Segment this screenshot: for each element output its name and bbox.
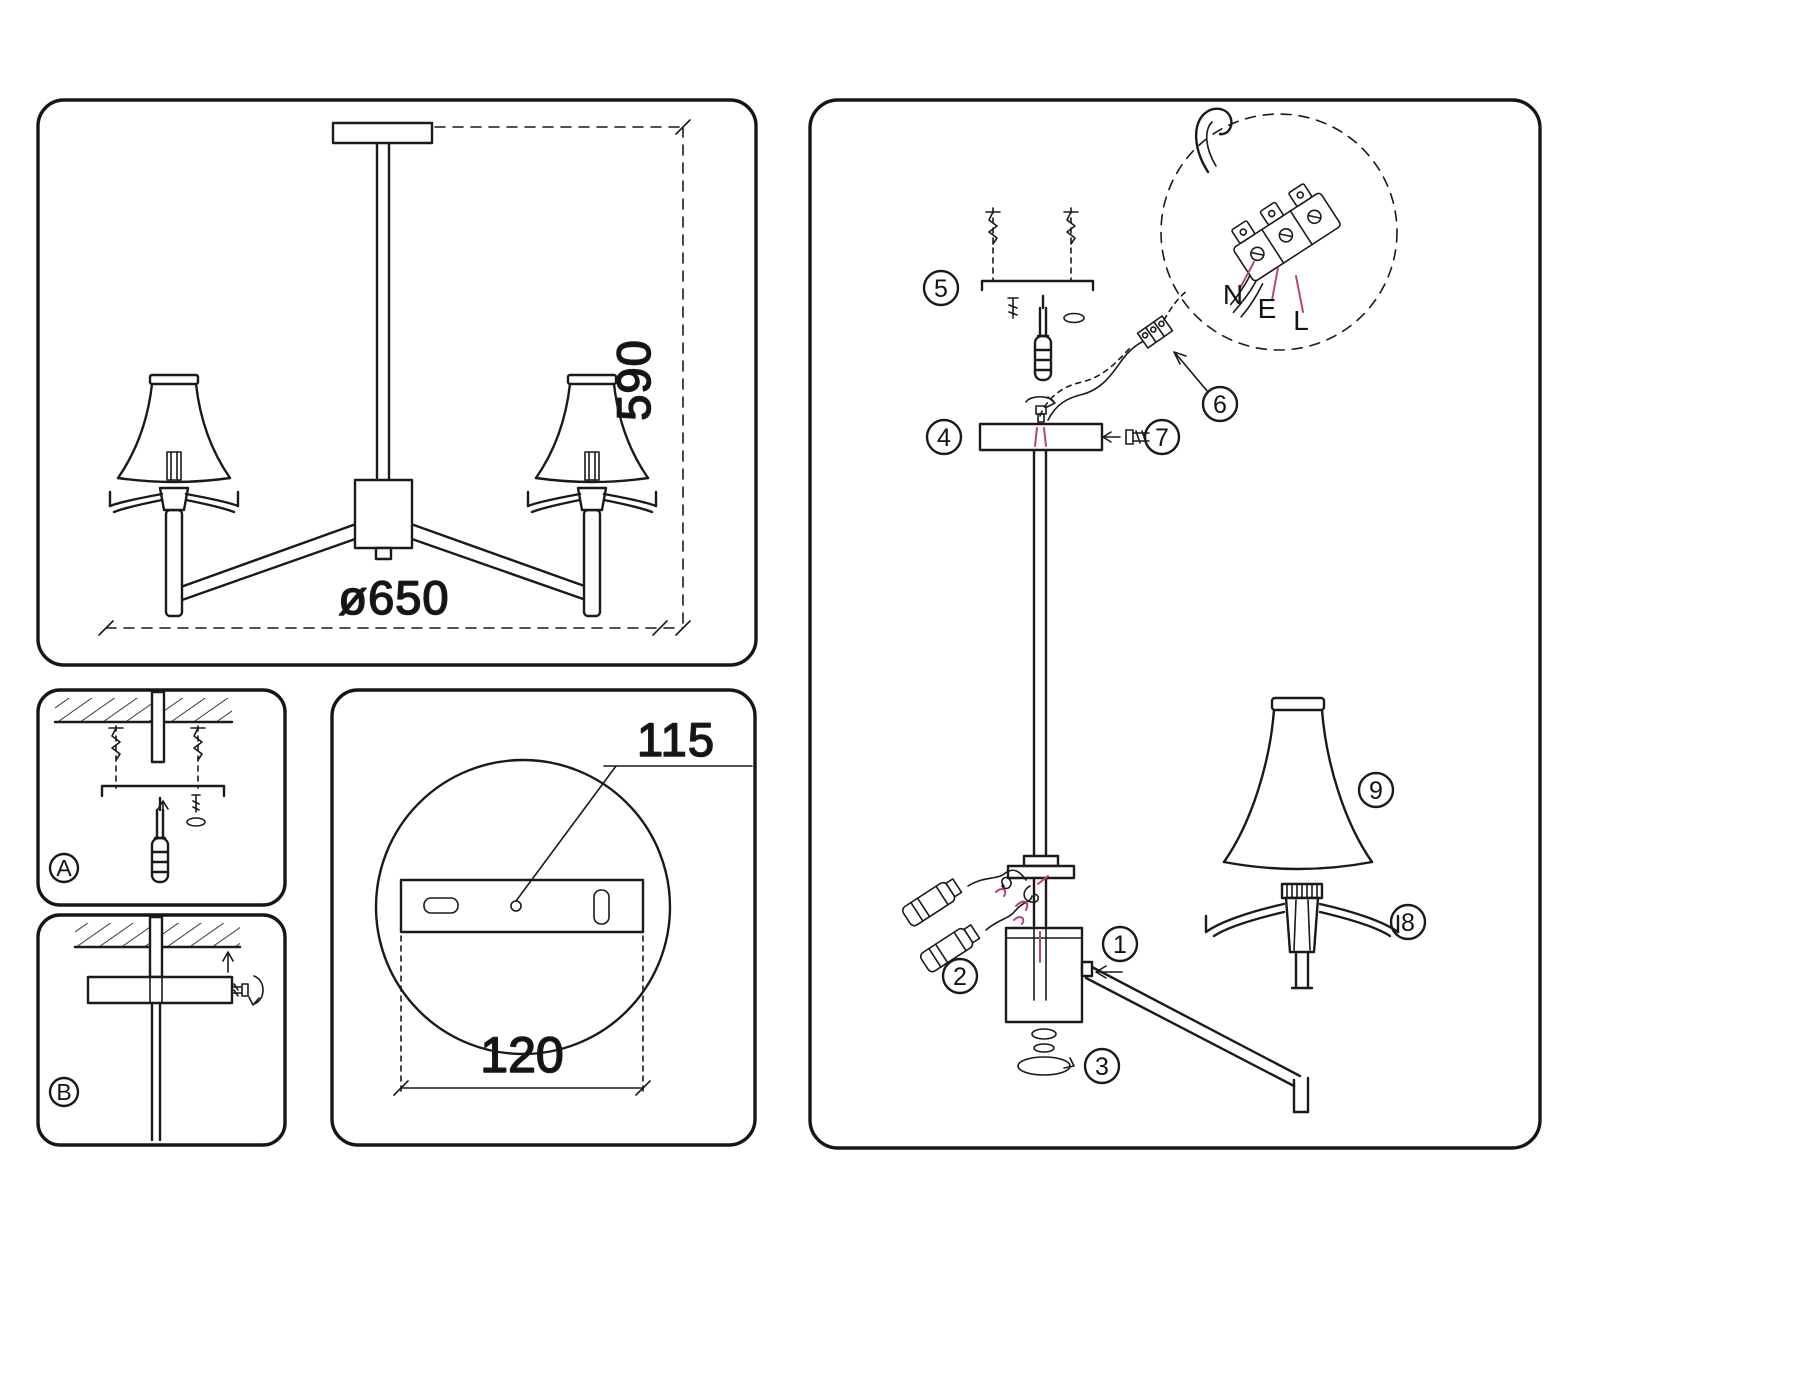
callout-6-badge [1201, 385, 1239, 423]
body-cylinder [1004, 926, 1084, 1024]
mounting-plate-panel: 115 120 [330, 688, 757, 1147]
length-dimension: 120 [393, 935, 651, 1096]
callout-9-label: 9 [1369, 777, 1383, 805]
suspension-hook [1001, 875, 1049, 911]
rotate-ellipse-icon [1017, 1056, 1075, 1076]
callout-1-badge [1101, 925, 1139, 963]
holder-tube [1290, 950, 1314, 990]
wire-live-label: L [1293, 305, 1309, 336]
length-dimension-label: 120 [480, 1027, 563, 1083]
hole-dimension: 115 [515, 712, 753, 902]
canopy-disc [374, 758, 672, 1056]
detail-circle [1160, 113, 1398, 351]
terminal-connector [1136, 315, 1174, 349]
lamp-arm [1084, 964, 1310, 1114]
callout-6-arrow [1173, 351, 1209, 393]
step-a-badge [48, 852, 80, 884]
shade-body [1222, 708, 1374, 871]
part-2-sockets: 2 [901, 869, 1033, 995]
height-dimension: 590 [434, 119, 691, 636]
callout-3-label: 3 [1095, 1053, 1109, 1081]
socket-icon [901, 878, 963, 927]
height-dimension-label: 590 [607, 339, 660, 420]
threaded-rod [148, 915, 164, 979]
part-8-holder: 8 [1204, 882, 1427, 990]
assembly-panel: 5 4 [808, 98, 1542, 1150]
chandelier-drawing [108, 121, 658, 618]
strap-slot-horizontal [423, 897, 459, 914]
mounting-bracket [100, 784, 226, 798]
screw-icon [1007, 297, 1019, 319]
callout-5-label: 5 [934, 275, 948, 303]
step-b-label: B [56, 1079, 71, 1105]
step-a-panel: A [36, 688, 287, 907]
hole-dimension-label: 115 [637, 713, 715, 766]
part-3-cap: 3 [1017, 1028, 1121, 1085]
mounting-bracket [980, 279, 1095, 292]
up-arrow-icon [222, 951, 234, 973]
callout-3-badge [1083, 1047, 1121, 1085]
part-4-canopy: 4 [925, 395, 1104, 456]
callout-5-badge [922, 269, 960, 307]
overview-panel-border [36, 98, 758, 667]
wire-earth-label: E [1258, 293, 1277, 324]
washer-icon [1063, 312, 1085, 324]
callout-8-label: 8 [1401, 909, 1415, 937]
left-arrow-icon [1095, 965, 1123, 979]
callout-9-badge [1357, 771, 1395, 809]
overview-panel: 590 ø650 [36, 98, 758, 667]
callout-7-label: 7 [1155, 424, 1169, 452]
diameter-dimension-label: ø650 [338, 571, 449, 624]
mounting-bar [86, 975, 234, 1005]
ceiling-hatch [55, 698, 232, 722]
wiring-detail: N E L [1160, 107, 1398, 351]
left-arrow-icon [1102, 431, 1121, 443]
callout-2-badge [941, 957, 979, 995]
threaded-rod [150, 690, 166, 764]
diameter-dimension: ø650 [98, 570, 684, 636]
strap-slot-vertical [593, 889, 610, 925]
step-b-badge [48, 1076, 80, 1108]
callout-4-label: 4 [937, 424, 951, 452]
step-b-panel: B [36, 913, 287, 1147]
shade-neck [1270, 696, 1326, 712]
nut [1033, 1043, 1055, 1053]
hook-icon [1194, 107, 1233, 174]
part-5-bracket: 5 [922, 207, 1095, 382]
terminal-block [1229, 183, 1341, 318]
cap-disc [1031, 1028, 1057, 1040]
callout-6-label: 6 [1213, 391, 1227, 419]
ceiling-plate [331, 121, 434, 145]
socket-cup [1284, 896, 1320, 954]
mounting-strap [399, 878, 645, 934]
rotate-arrow-icon [248, 975, 264, 1006]
part-7-screw: 7 [1102, 418, 1181, 456]
callout-4-badge [925, 418, 963, 456]
callout-8-badge [1389, 903, 1427, 941]
central-hub [353, 478, 414, 550]
part-1-body: 1 [1004, 925, 1139, 1024]
assembly-panel-border [808, 98, 1542, 1150]
part-6-connector: 6 [1039, 289, 1239, 423]
callout-2-label: 2 [953, 963, 967, 991]
step-a-label: A [56, 855, 72, 881]
central-stem [1006, 448, 1076, 928]
side-screw-icon [231, 983, 249, 997]
part-9-shade: 9 [1222, 696, 1395, 871]
step-a-panel-border [36, 688, 287, 907]
step-b-panel-border [36, 913, 287, 1147]
canopy-plate [978, 422, 1104, 452]
wire-neutral-label: N [1223, 279, 1243, 310]
screw-washer-icon [186, 794, 206, 827]
socket-icon [919, 924, 981, 973]
callout-7-badge [1143, 418, 1181, 456]
callout-1-label: 1 [1113, 931, 1127, 959]
